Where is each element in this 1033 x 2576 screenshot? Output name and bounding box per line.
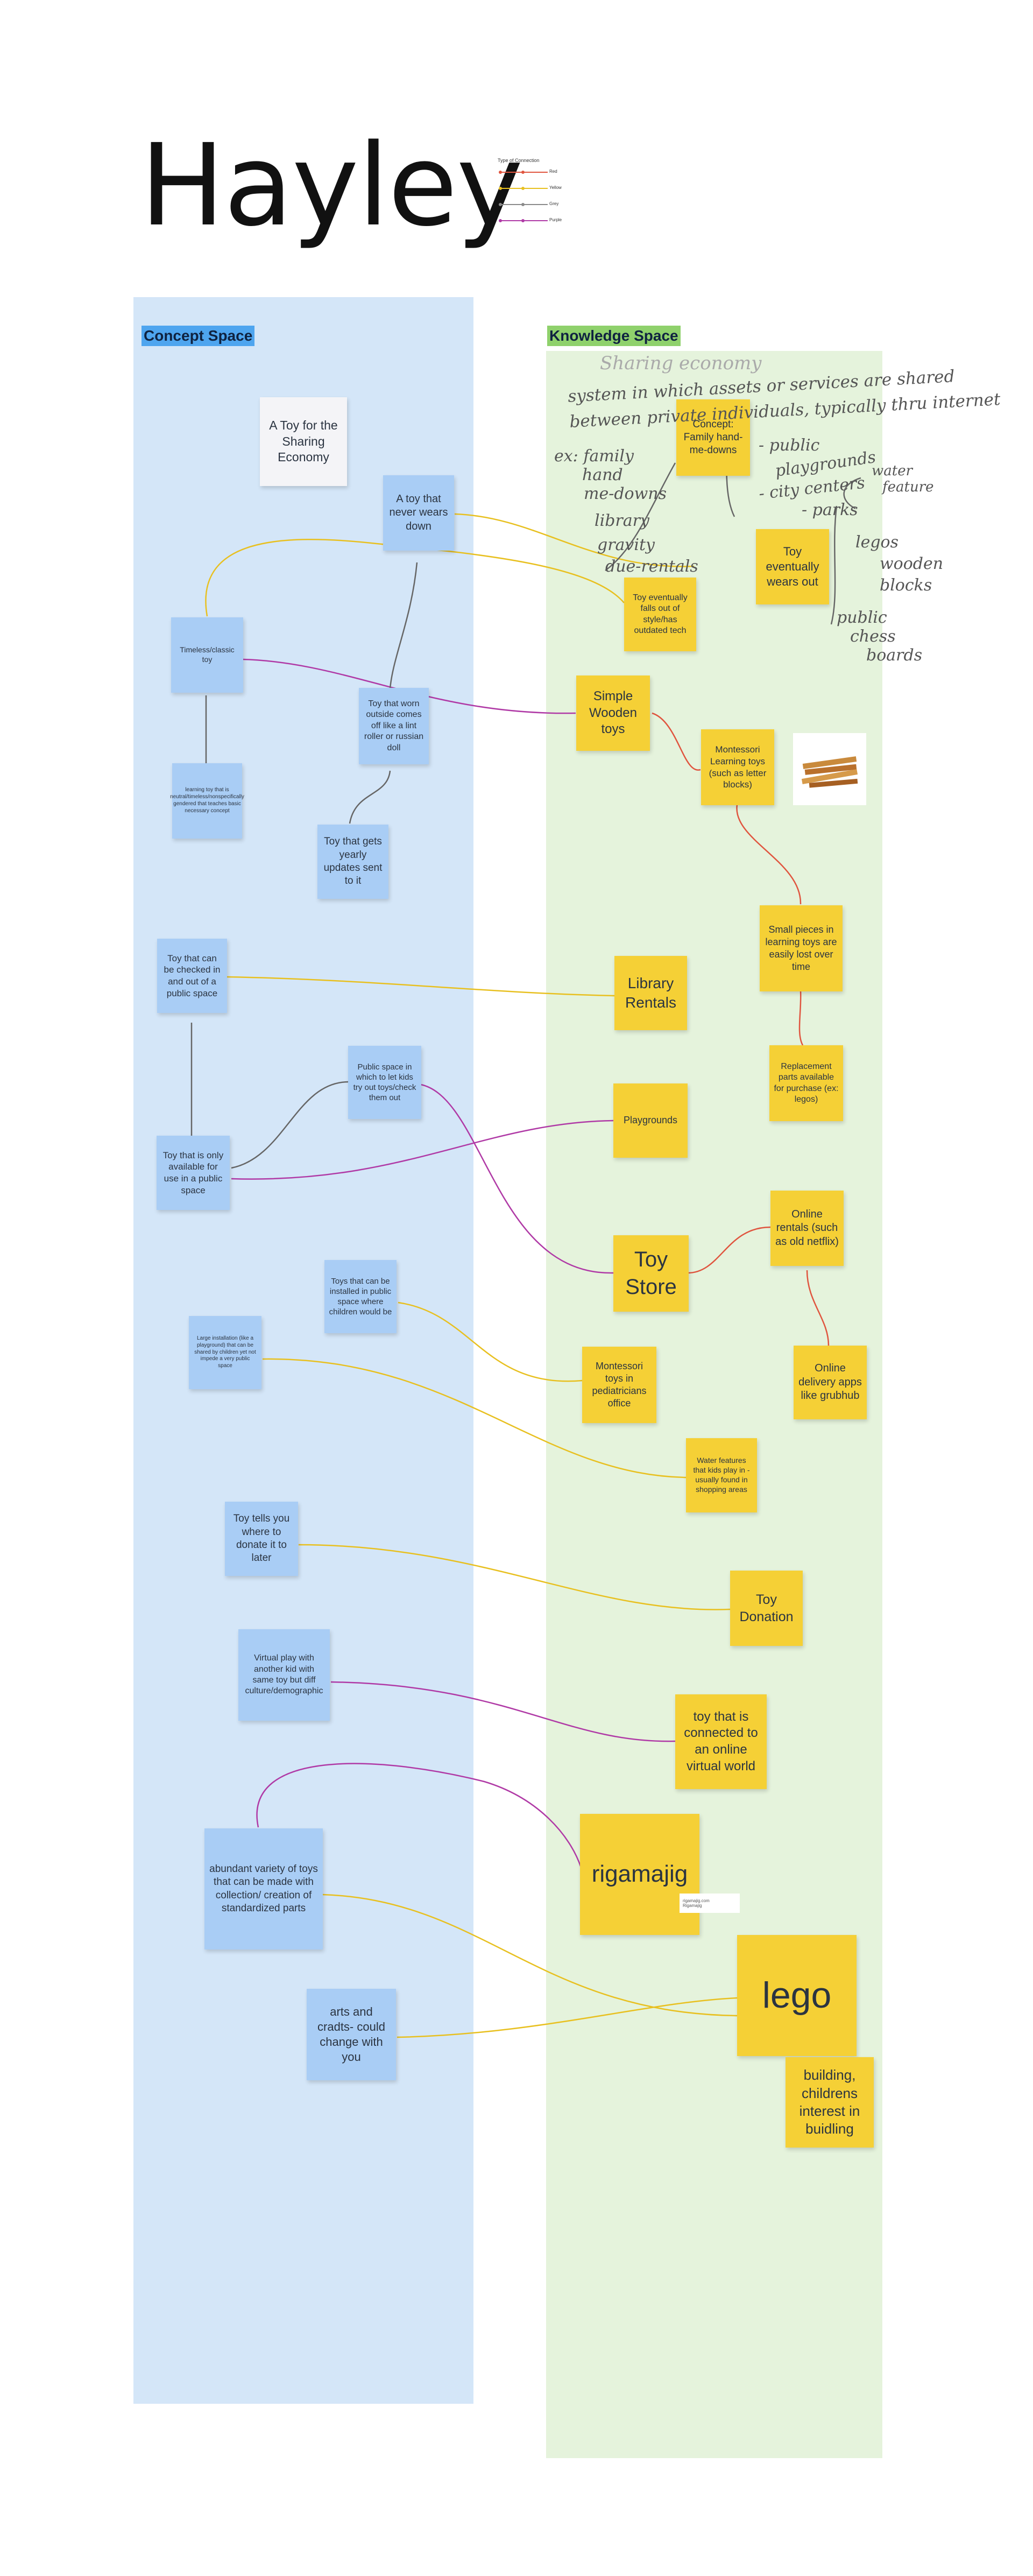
board-title: Hayley <box>140 119 523 251</box>
handwriting-text: hand <box>582 466 623 484</box>
connector-line <box>398 1301 583 1382</box>
connector-line <box>330 1681 676 1742</box>
handwriting-text: boards <box>866 646 923 665</box>
handwriting-text: me-downs <box>584 484 667 503</box>
connector-line <box>262 1358 687 1479</box>
concept-space-label: Concept Space <box>141 326 255 346</box>
note-online-rentals[interactable]: Online rentals (such as old netflix) <box>770 1191 844 1266</box>
connector-line <box>231 1120 614 1180</box>
note-water-features[interactable]: Water features that kids play in - usual… <box>686 1438 757 1512</box>
legend-row: Yellow <box>498 185 562 191</box>
connector-line <box>389 562 418 689</box>
connector-line <box>231 1081 349 1169</box>
note-replacement-parts[interactable]: Replacement parts available for purchase… <box>769 1045 843 1121</box>
note-playgrounds[interactable]: Playgrounds <box>613 1083 688 1158</box>
legend-label: Purple <box>549 217 562 222</box>
connector-line <box>349 770 391 824</box>
letter-blocks-image <box>793 733 866 805</box>
connector-line <box>205 539 625 617</box>
note-toy-store[interactable]: Toy Store <box>613 1235 689 1312</box>
note-eventually-wears-out[interactable]: Toy eventually wears out <box>756 529 829 604</box>
note-yearly-updates[interactable]: Toy that gets yearly updates sent to it <box>317 825 388 899</box>
letter-blocks-icon <box>801 756 858 788</box>
handwriting-strokes <box>605 425 861 625</box>
note-public-space-try[interactable]: Public space in which to let kids try ou… <box>348 1046 421 1119</box>
legend-label: Grey <box>549 201 559 206</box>
note-toy-donation[interactable]: Toy Donation <box>730 1571 803 1646</box>
note-montessori-letters[interactable]: Montessori Learning toys (such as letter… <box>701 729 774 805</box>
legend-title: Type of Connection <box>498 158 540 163</box>
legend-row: Grey <box>498 201 559 207</box>
legend-label: Red <box>549 169 557 174</box>
handwriting-text: due-rentals <box>605 557 698 576</box>
note-falls-out-of-style[interactable]: Toy eventually falls out of style/has ou… <box>624 578 696 651</box>
connector-line <box>298 1544 731 1610</box>
handwriting-text: ex: family <box>554 447 634 466</box>
note-abundant-variety[interactable]: abundant variety of toys that can be mad… <box>204 1828 323 1949</box>
connector-line <box>227 976 615 997</box>
note-small-pieces-lost[interactable]: Small pieces in learning toys are easily… <box>760 905 843 991</box>
note-toy-sharing-economy[interactable]: A Toy for the Sharing Economy <box>260 397 347 486</box>
knowledge-space-label: Knowledge Space <box>547 326 681 346</box>
handwriting-text: library <box>595 511 649 530</box>
note-learning-toy-neutral[interactable]: learning toy that is neutral/timeless/no… <box>170 763 244 839</box>
connector-line <box>736 804 802 905</box>
connector-line <box>420 1083 614 1274</box>
connector-line <box>806 1270 830 1346</box>
handwriting-text: wooden <box>880 554 944 573</box>
note-large-installation[interactable]: Large installation (like a playground) t… <box>189 1316 261 1389</box>
note-montessori-pediatrician[interactable]: Montessori toys in pediatricians office <box>582 1347 656 1423</box>
connector-line <box>687 1226 771 1274</box>
connector-line <box>256 1763 582 1868</box>
note-worn-outside[interactable]: Toy that worn outside comes off like a l… <box>359 688 429 764</box>
note-rigamajig[interactable]: rigamajig <box>580 1814 699 1935</box>
bracket-stroke <box>605 462 676 572</box>
connector-line <box>652 712 701 771</box>
rigamajig-link-card[interactable]: rigamajig.com Rigamajig <box>680 1894 740 1913</box>
note-installed-public[interactable]: Toys that can be installed in public spa… <box>324 1260 397 1333</box>
connection-legend: Type of Connection Red Yellow Grey Purpl… <box>498 158 562 233</box>
note-online-delivery[interactable]: Online delivery apps like grubhub <box>794 1346 867 1419</box>
note-lego[interactable]: lego <box>737 1935 857 2056</box>
rigamajig-link-title: Rigamajig <box>683 1903 702 1908</box>
note-timeless-classic[interactable]: Timeless/classic toy <box>171 617 243 693</box>
note-family-hand-me-downs[interactable]: Concept: Family hand-me-downs <box>676 399 750 476</box>
note-only-public-space[interactable]: Toy that is only available for use in a … <box>157 1136 230 1210</box>
connector-line <box>322 1894 738 2017</box>
handwriting-text: public <box>837 608 887 627</box>
note-library-rentals[interactable]: Library Rentals <box>614 956 687 1030</box>
note-simple-wooden[interactable]: Simple Wooden toys <box>576 675 650 751</box>
legend-row: Purple <box>498 217 562 223</box>
note-virtual-play[interactable]: Virtual play with another kid with same … <box>238 1629 330 1721</box>
handwriting-text: feature <box>882 479 934 495</box>
handwriting-text: - parks <box>802 501 858 519</box>
legend-row: Red <box>498 169 557 175</box>
note-checked-in-out[interactable]: Toy that can be checked in and out of a … <box>157 939 227 1013</box>
note-connected-virtual[interactable]: toy that is connected to an online virtu… <box>675 1694 767 1789</box>
note-arts-crafts[interactable]: arts and cradts- could change with you <box>307 1989 396 2080</box>
connector-line <box>798 990 804 1046</box>
connector-line <box>454 513 695 567</box>
handwriting-text: chess <box>850 627 896 646</box>
handwriting-text: blocks <box>880 576 932 595</box>
note-donate-later[interactable]: Toy tells you where to donate it to late… <box>225 1502 298 1576</box>
handwriting-heading: Sharing economy <box>600 353 762 374</box>
handwriting-text: gravity <box>597 536 655 554</box>
rigamajig-link-url: rigamajig.com <box>683 1898 710 1903</box>
bracket-stroke <box>830 505 838 625</box>
handwriting-text: water <box>872 463 913 479</box>
handwriting-text: legos <box>855 533 899 552</box>
legend-label: Yellow <box>549 185 562 190</box>
note-never-wears-down[interactable]: A toy that never wears down <box>383 475 454 551</box>
connector-line <box>397 1997 738 2038</box>
handwriting-text: - public <box>759 436 820 455</box>
bracket-stroke <box>843 477 861 510</box>
note-building-interest[interactable]: building, childrens interest in buidling <box>786 2057 874 2148</box>
